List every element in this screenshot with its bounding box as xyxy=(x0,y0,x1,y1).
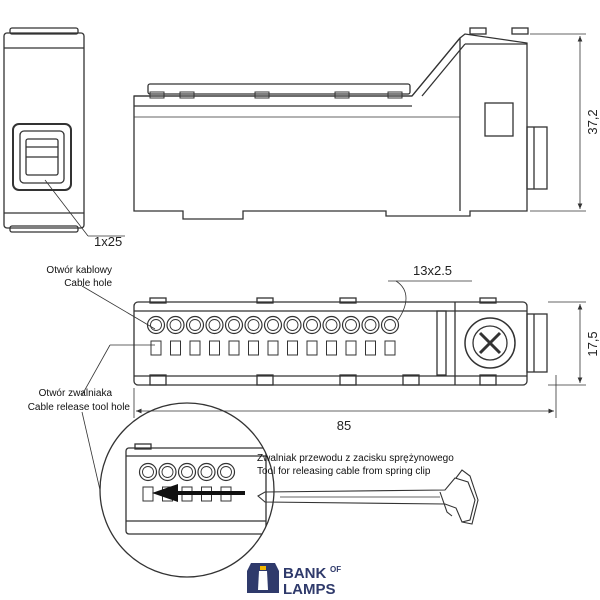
detail-terminals xyxy=(138,462,236,502)
terminal-hole-inner xyxy=(286,319,299,331)
terminal-hole xyxy=(361,315,380,335)
release-hole-label-en: Cable release tool hole xyxy=(28,402,131,413)
release-slot xyxy=(209,340,220,356)
detail-terminal-hole xyxy=(177,462,197,482)
release-arrow xyxy=(152,484,245,502)
detail-terminal-hole-inner xyxy=(161,466,174,478)
terminal-hole-inner xyxy=(169,319,182,331)
terminal-hole-inner xyxy=(189,319,201,331)
front-view xyxy=(133,27,548,220)
terminal-hole-inner xyxy=(345,319,357,331)
front-view-top-clips xyxy=(149,91,403,99)
detail-terminal-hole xyxy=(158,462,177,482)
height-bottom-label: 17,5 xyxy=(585,331,600,356)
terminal-hole xyxy=(185,315,205,335)
release-slot xyxy=(150,340,162,356)
detail-terminal-hole-inner xyxy=(142,466,154,478)
terminal-row xyxy=(146,315,400,356)
detail-terminal-hole-inner xyxy=(181,466,193,478)
terminal-hole xyxy=(166,315,185,335)
logo-lamps: LAMPS xyxy=(283,581,336,598)
terminal-hole xyxy=(263,315,283,335)
terminal-hole xyxy=(283,315,302,335)
top-view xyxy=(133,297,548,386)
terminal-hole-inner xyxy=(364,319,377,331)
release-slot xyxy=(384,340,396,356)
dim-width-total xyxy=(133,375,557,418)
release-tool xyxy=(257,469,479,525)
tool-label-en: Tool for releasing cable from spring cli… xyxy=(257,466,431,477)
detail-terminal-hole xyxy=(138,462,158,482)
detail-terminal-hole-inner xyxy=(220,466,232,478)
terminal-hole-inner xyxy=(267,319,279,331)
logo: BANK OF LAMPS xyxy=(247,563,341,598)
terminal-count-label: 13x2.5 xyxy=(413,263,452,278)
logo-bank: BANK xyxy=(283,565,326,582)
dim-height-total xyxy=(530,33,586,212)
terminal-hole xyxy=(205,315,224,335)
terminal-hole xyxy=(302,315,322,335)
terminal-hole-inner xyxy=(150,319,162,331)
detail-terminal-hole xyxy=(216,462,236,482)
release-slot xyxy=(267,340,279,356)
terminal-hole xyxy=(380,315,400,335)
detail-release-slot xyxy=(142,486,154,502)
side-view xyxy=(3,27,85,233)
logo-of: OF xyxy=(330,565,341,574)
release-slot xyxy=(248,340,259,356)
release-slot xyxy=(287,340,298,356)
detail-terminal-hole xyxy=(197,462,216,482)
terminal-hole xyxy=(224,315,244,335)
release-slot xyxy=(326,340,337,356)
terminal-hole xyxy=(244,315,263,335)
cable-hole-count-label: 1x25 xyxy=(94,234,122,249)
release-hole-label-pl: Otwór zwalniaka xyxy=(39,388,113,399)
detail-terminal-hole-inner xyxy=(200,466,213,478)
leaders-top-view xyxy=(81,280,472,491)
terminal-hole xyxy=(322,315,341,335)
terminal-hole-inner xyxy=(228,319,240,331)
terminal-hole-inner xyxy=(384,319,396,331)
terminal-hole xyxy=(341,315,361,335)
tool-label-pl: Zwalniak przewodu z zacisku sprężynowego xyxy=(257,453,454,464)
release-slot xyxy=(365,340,376,356)
dim-height-bottom xyxy=(548,301,586,386)
release-slot xyxy=(228,340,240,356)
detail-view xyxy=(125,443,267,535)
release-slot xyxy=(306,340,318,356)
release-slot xyxy=(189,340,201,356)
height-total-label: 37,2 xyxy=(585,109,600,134)
width-total-label: 85 xyxy=(337,418,351,433)
release-slot xyxy=(345,340,357,356)
detail-circle xyxy=(99,402,275,578)
leader-1x25 xyxy=(44,179,89,237)
terminal-hole-inner xyxy=(306,319,318,331)
terminal-hole-inner xyxy=(247,319,260,331)
release-slot xyxy=(170,340,181,356)
cable-hole-label-en: Cable hole xyxy=(64,278,112,289)
terminal-hole-inner xyxy=(208,319,221,331)
cable-hole-label-pl: Otwór kablowy xyxy=(46,265,112,276)
terminal-hole-inner xyxy=(325,319,338,331)
